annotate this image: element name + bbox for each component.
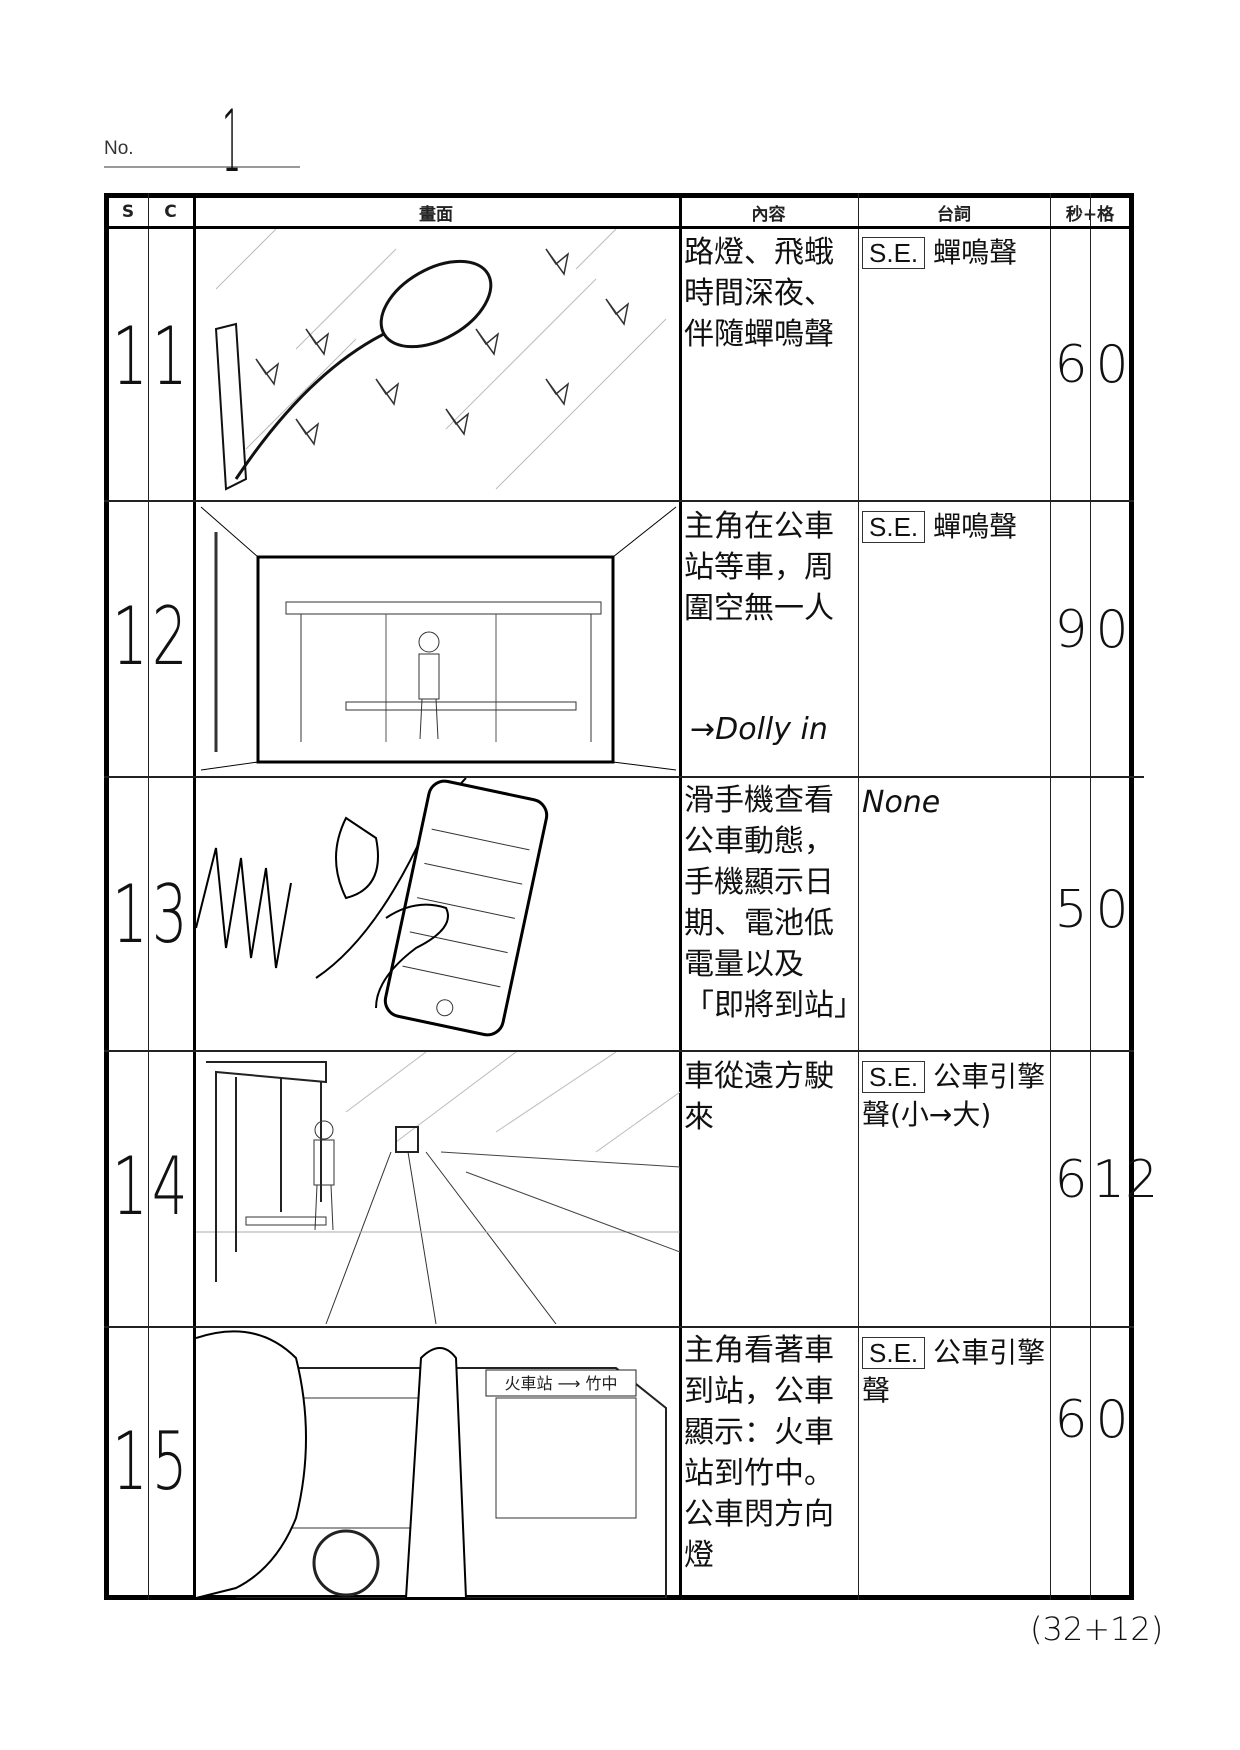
panel-road (196, 1052, 680, 1324)
divider (1050, 193, 1051, 1600)
scene-number: 12 (112, 590, 192, 683)
dialog-text: 公車引擎聲(小→大) (862, 1060, 1046, 1131)
header-s: S (121, 202, 135, 222)
header-dialog: 台詞 (937, 204, 971, 225)
divider (104, 1050, 1134, 1052)
scene-content: 主角看著車到站，公車顯示：火車站到竹中。公車閃方向燈 (684, 1333, 834, 1573)
scene-content: 路燈、飛蛾時間深夜、伴隨蟬鳴聲 (684, 235, 834, 352)
scene-dialog: S.E.公車引擎聲(小→大) (862, 1058, 1048, 1134)
scene-number: 14 (112, 1140, 192, 1233)
total-time: (32+12) (1030, 1610, 1164, 1648)
dialog-text: 公車引擎聲 (862, 1336, 1046, 1407)
divider (1090, 193, 1091, 1600)
bus-arrives-sketch: 火車站 ⟶ 竹中 (196, 1330, 667, 1598)
header-picture: 畫面 (419, 204, 453, 225)
frames: 0 (1095, 600, 1129, 660)
frames: 0 (1095, 335, 1129, 395)
seconds: 6 (1054, 1150, 1088, 1210)
phone-sketch (196, 778, 549, 1037)
scene-number: 15 (112, 1415, 192, 1508)
number-label: No. (104, 138, 134, 159)
dialog-text: 蟬鳴聲 (933, 236, 1018, 269)
bus-stop-sketch (200, 506, 677, 771)
divider (679, 193, 682, 1600)
divider (104, 226, 1134, 229)
scene-content: 主角在公車站等車，周圍空無一人 (684, 509, 834, 626)
scene-dialog: S.E.蟬鳴聲 (862, 508, 1048, 546)
seconds: 6 (1054, 1390, 1088, 1450)
frames: 0 (1095, 1390, 1129, 1450)
divider (858, 193, 859, 1600)
scene-dialog: S.E.蟬鳴聲 (862, 234, 1048, 272)
se-tag: S.E. (862, 511, 926, 543)
scene-dialog: None (862, 785, 941, 820)
panel-bus-arrives: 火車站 ⟶ 竹中 (196, 1328, 680, 1598)
dialog-text: 蟬鳴聲 (933, 510, 1018, 543)
scene-dialog: S.E.公車引擎聲 (862, 1334, 1048, 1410)
seconds: 5 (1054, 880, 1088, 940)
divider (193, 193, 196, 1600)
header-time: 秒+格 (1065, 204, 1115, 225)
bus-destination-sign: 火車站 ⟶ 竹中 (504, 1374, 617, 1393)
scene-number: 11 (112, 310, 192, 403)
scene-content: 滑手機查看公車動態，手機顯示日期、電池低電量以及「即將到站」 (684, 783, 864, 1023)
se-tag: S.E. (862, 237, 926, 269)
divider (104, 1326, 1134, 1328)
street-lamp-sketch (214, 229, 667, 491)
panel-street-lamp (196, 229, 680, 499)
frames: 0 (1095, 880, 1129, 940)
page-number: 1 (222, 92, 242, 192)
divider (104, 500, 1134, 502)
panel-bus-stop (196, 502, 680, 775)
scene-number: 13 (112, 868, 192, 961)
panel-phone (196, 778, 680, 1049)
divider (104, 776, 1144, 778)
number-underline (104, 166, 300, 168)
header-content: 內容 (751, 204, 786, 225)
camera-note: →Dolly in (690, 712, 828, 747)
header-c: C (164, 202, 177, 222)
divider (148, 193, 149, 1600)
se-tag: S.E. (862, 1337, 926, 1369)
road-sketch (196, 1052, 680, 1324)
scene-content: 車從遠方駛來 (684, 1059, 834, 1135)
seconds: 6 (1054, 335, 1088, 395)
seconds: 9 (1054, 600, 1088, 660)
frames: 12 (1092, 1150, 1159, 1210)
se-tag: S.E. (862, 1061, 926, 1093)
